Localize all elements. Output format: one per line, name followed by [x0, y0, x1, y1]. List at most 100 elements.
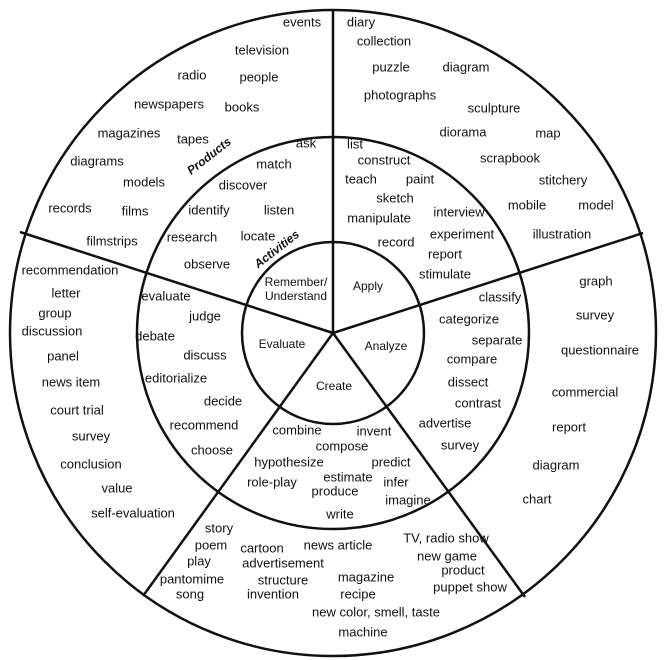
product-item: advertisement	[242, 555, 324, 571]
activity-item: debate	[135, 328, 175, 344]
divider-bottom-right	[331, 332, 527, 598]
product-item: pantomime	[159, 571, 225, 587]
product-item: photographs	[363, 87, 437, 103]
product-item: new color, smell, taste	[312, 604, 440, 620]
product-item: sculpture	[467, 100, 521, 116]
product-item: chart	[522, 491, 552, 507]
product-item: report	[552, 419, 586, 435]
product-item: new game	[417, 548, 477, 564]
product-item: magazine	[337, 569, 395, 585]
activity-item: sketch	[376, 190, 414, 206]
product-item: diorama	[439, 124, 487, 140]
divider-bottom-left	[141, 332, 335, 597]
activity-item: decide	[203, 393, 243, 409]
center-remember-understand: Remember/ Understand	[264, 275, 328, 304]
product-item: radio	[177, 67, 207, 83]
activity-item: infer	[383, 474, 409, 490]
product-item: discussion	[21, 323, 83, 339]
product-item: value	[101, 480, 133, 496]
activity-item: editorialize	[144, 370, 208, 386]
activity-item: ask	[295, 135, 317, 151]
product-item: television	[234, 42, 290, 58]
product-item: TV, radio show	[403, 530, 489, 546]
product-item: scrapbook	[480, 150, 540, 166]
activity-item: compose	[315, 438, 369, 454]
activity-item: research	[166, 229, 218, 245]
product-item: survey	[71, 428, 111, 444]
product-item: events	[282, 14, 322, 30]
activity-item: recommend	[169, 417, 239, 433]
activity-item: judge	[189, 308, 221, 324]
activity-item: dissect	[447, 374, 489, 390]
product-item: puppet show	[433, 579, 507, 595]
product-item: conclusion	[60, 456, 122, 472]
divider-right	[332, 231, 644, 335]
product-item: diagrams	[70, 153, 124, 169]
center-apply: Apply	[352, 279, 384, 294]
activity-item: teach	[345, 171, 377, 187]
activity-item: record	[377, 234, 415, 250]
center-evaluate: Evaluate	[258, 337, 306, 352]
product-item: model	[578, 197, 614, 213]
activity-item: invent	[356, 423, 392, 439]
activity-item: combine	[272, 422, 322, 438]
product-item: map	[535, 125, 561, 141]
product-item: group	[38, 305, 72, 321]
activity-item: produce	[311, 483, 359, 499]
activity-item: listen	[263, 202, 295, 218]
activity-item: choose	[191, 442, 233, 458]
activity-item: compare	[446, 351, 498, 367]
activity-item: predict	[371, 454, 411, 470]
activity-item: interview	[433, 204, 485, 220]
product-item: questionnaire	[560, 342, 640, 358]
activity-item: write	[326, 506, 354, 522]
product-item: self-evaluation	[91, 505, 175, 521]
product-item: books	[224, 99, 260, 115]
activity-item: imagine	[385, 492, 431, 508]
product-item: records	[48, 200, 92, 216]
activity-item: classify	[478, 289, 522, 305]
product-item: collection	[356, 33, 412, 49]
activity-item: survey	[440, 437, 480, 453]
product-item: people	[239, 69, 279, 85]
activity-item: stimulate	[418, 266, 472, 282]
product-item: newspapers	[133, 96, 205, 112]
activity-item: separate	[471, 332, 523, 348]
center-analyze: Analyze	[364, 339, 408, 354]
product-item: puzzle	[372, 59, 410, 75]
product-item: invention	[246, 586, 300, 602]
product-item: tapes	[177, 131, 209, 147]
product-item: panel	[47, 348, 79, 364]
activity-item: hypothesize	[254, 454, 324, 470]
activity-item: list	[347, 136, 363, 152]
product-item: poem	[194, 537, 228, 553]
activity-item: experiment	[429, 226, 495, 242]
activity-item: paint	[405, 171, 435, 187]
activity-item: match	[256, 156, 292, 172]
product-item: story	[204, 520, 234, 536]
activity-item: categorize	[439, 311, 499, 327]
activity-item: construct	[357, 152, 411, 168]
product-item: commercial	[551, 384, 619, 400]
product-item: play	[187, 553, 211, 569]
product-item: letter	[51, 285, 81, 301]
activity-item: manipulate	[347, 210, 411, 226]
product-item: diary	[346, 14, 376, 30]
product-item: news item	[41, 374, 101, 390]
product-item: recipe	[340, 586, 376, 602]
center-remember-text: Remember/ Understand	[264, 275, 328, 303]
divider-left	[19, 230, 334, 335]
product-item: cartoon	[240, 540, 284, 556]
activity-item: discuss	[183, 347, 227, 363]
activity-item: discover	[218, 177, 268, 193]
product-item: news article	[303, 537, 373, 553]
activity-item: role-play	[247, 474, 297, 490]
activity-item: locate	[240, 228, 276, 244]
activity-item: observe	[183, 256, 231, 272]
product-item: recommendation	[21, 262, 119, 278]
activity-item: estimate	[323, 469, 373, 485]
product-item: models	[123, 174, 165, 190]
product-item: song	[175, 586, 205, 602]
product-item: machine	[338, 624, 388, 640]
